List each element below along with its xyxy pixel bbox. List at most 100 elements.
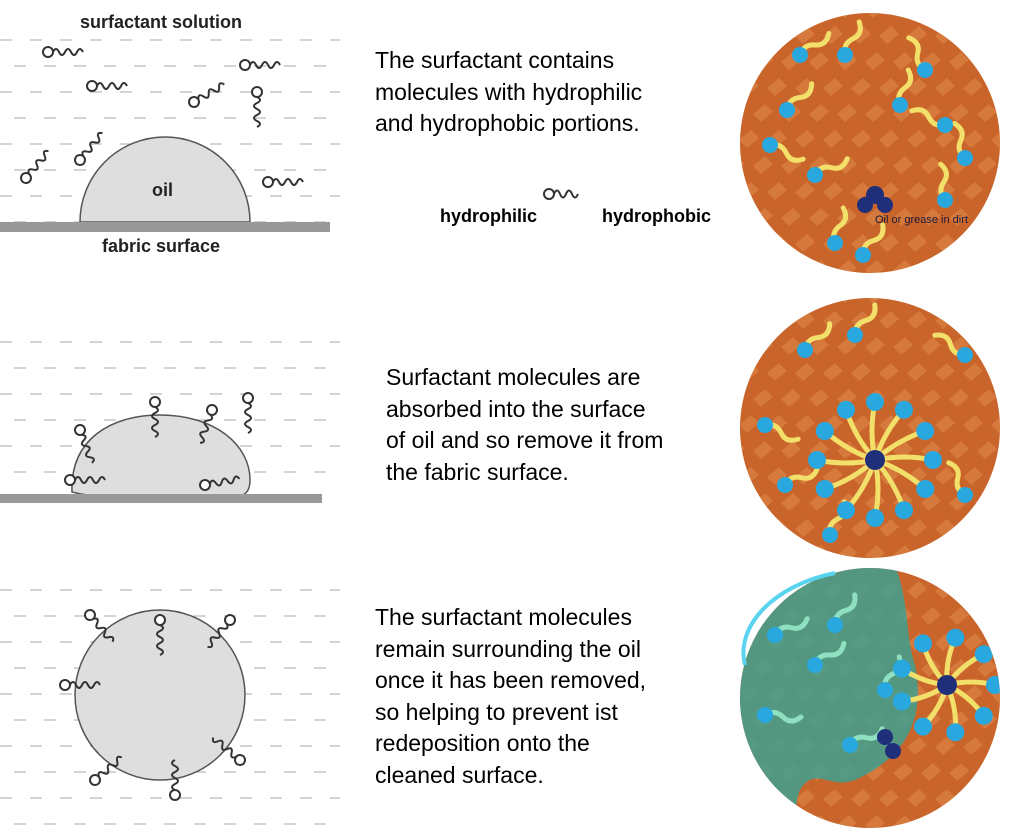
hydrophilic-label: hydrophilic	[440, 206, 538, 226]
weave-cell	[991, 311, 1000, 329]
micelle-head	[986, 676, 1000, 694]
micelle-head	[815, 480, 834, 498]
hydrophobic-tail	[27, 149, 49, 175]
oil-label: oil	[152, 180, 173, 200]
weave-cell	[907, 581, 927, 599]
hydrophilic-head	[64, 474, 76, 486]
surfactant-molecule	[74, 424, 95, 464]
weave-cell	[851, 467, 871, 485]
hydrophilic-head	[74, 424, 86, 436]
surfactant-molecule	[84, 609, 115, 643]
description-3-line: cleaned surface.	[375, 761, 544, 788]
hydrophobic-tail	[199, 414, 214, 444]
hydrophilic-head	[59, 679, 71, 691]
fabric-surface-bar	[0, 222, 330, 232]
weave-cell	[977, 156, 997, 174]
weave-cell	[740, 815, 745, 828]
description-2-line: Surfactant molecules are	[386, 364, 641, 390]
weave-cell	[977, 568, 997, 573]
weave-cell	[991, 519, 1000, 537]
hydrophilic-head	[937, 117, 953, 133]
hydrophilic-head	[262, 176, 274, 188]
micelle-head	[892, 659, 911, 678]
surfactant-molecule	[262, 176, 304, 188]
surfactant-micro	[797, 321, 833, 358]
weave-cell	[795, 789, 815, 807]
weave-cell	[963, 78, 983, 96]
weave-cell	[879, 234, 899, 252]
weave-cell	[977, 659, 997, 677]
weave-cell	[949, 568, 969, 573]
hydrophobic-tail	[151, 406, 159, 438]
weave-cell	[781, 389, 801, 407]
weave-cell	[795, 234, 815, 252]
micelle-head	[916, 480, 935, 498]
hydrophobic-tail	[171, 759, 179, 791]
hydrophilic-head	[199, 479, 211, 491]
surfactant-micro	[855, 222, 886, 263]
weave-cell	[795, 363, 815, 381]
weave-cell	[851, 78, 871, 96]
surfactant-molecule	[169, 759, 181, 801]
weave-cell	[879, 26, 899, 44]
surfactant-micro	[952, 120, 973, 166]
weave-cell	[921, 493, 941, 511]
weave-cell	[949, 607, 969, 625]
surfactant-micro	[937, 161, 953, 208]
surfactant-molecule	[242, 392, 254, 434]
weave-cell	[963, 581, 983, 599]
weave-cell	[795, 311, 815, 329]
weave-cell	[907, 234, 927, 252]
weave-cell	[795, 519, 815, 537]
micelle-head	[946, 723, 965, 742]
weave-cell	[767, 467, 787, 485]
weave-cell	[935, 789, 955, 807]
weave-cell	[753, 815, 773, 828]
surfactant-molecule	[42, 46, 84, 58]
weave-cell	[991, 685, 1000, 703]
weave-cell	[809, 298, 829, 303]
weave-cell	[823, 363, 843, 381]
micelle-head	[815, 422, 834, 440]
legend-head	[543, 188, 555, 200]
weave-cell	[963, 311, 983, 329]
hydrophobic-tail	[92, 617, 115, 643]
fabric-surface-label: fabric surface	[102, 236, 221, 256]
hydrophilic-head	[206, 404, 218, 416]
weave-cell	[740, 415, 759, 433]
description-1: The surfactant contains molecules with h…	[375, 45, 642, 140]
hydrophobic-tail	[69, 681, 101, 689]
weave-cell	[740, 789, 759, 807]
dirt-particle	[877, 197, 893, 213]
weave-cell	[949, 298, 969, 303]
hydrophilic-head	[807, 167, 823, 183]
surfactant-molecule	[239, 59, 281, 71]
weave-cell	[795, 415, 815, 433]
surfactant-micro	[827, 205, 849, 251]
hydrophilic-head	[86, 80, 98, 92]
weave-cell	[879, 519, 899, 537]
weave-cell	[781, 260, 801, 273]
weave-cell	[753, 389, 773, 407]
hydrophobic-tail	[244, 402, 252, 434]
hydrophobic-tail	[96, 82, 128, 90]
weave-cell	[740, 208, 745, 226]
weave-cell	[991, 130, 1000, 148]
description-2-line: absorbed into the surface	[386, 395, 646, 422]
weave-cell	[977, 260, 997, 273]
weave-cell	[991, 789, 1000, 807]
hydrophilic-head	[757, 707, 773, 723]
hydrophilic-head	[797, 342, 813, 358]
description-3-line: redeposition onto the	[375, 730, 590, 756]
weave-cell	[851, 519, 871, 537]
weave-cell	[865, 815, 885, 828]
dirt-particle	[877, 729, 893, 745]
weave-cell	[991, 363, 1000, 381]
weave-cell	[907, 519, 927, 537]
diagram-absorption	[0, 330, 340, 530]
weave-cell	[823, 130, 843, 148]
hydrophilic-head	[42, 46, 54, 58]
legend-molecule	[543, 188, 579, 200]
diagram-3-svg	[0, 589, 340, 825]
hydrophobic-tail	[253, 96, 261, 128]
